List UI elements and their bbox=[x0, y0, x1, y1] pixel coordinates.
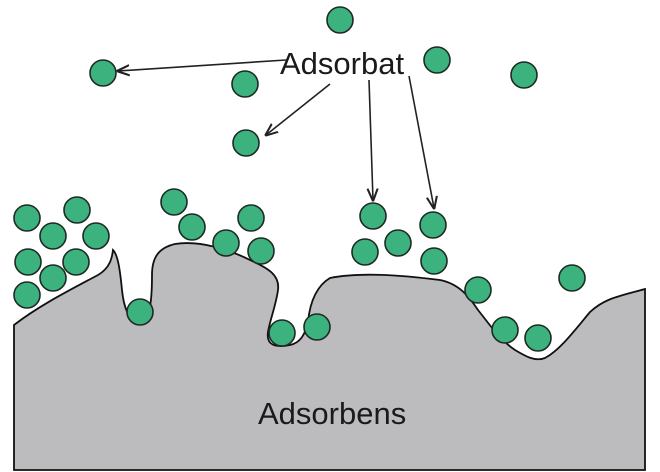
molecule-icon bbox=[213, 230, 239, 256]
molecule-icon bbox=[421, 248, 447, 274]
molecule-icon bbox=[232, 71, 258, 97]
molecule-icon bbox=[360, 203, 386, 229]
molecule-icon bbox=[492, 317, 518, 343]
molecule-icon bbox=[465, 277, 491, 303]
molecule-icon bbox=[83, 223, 109, 249]
arrow-to-upper-molecule bbox=[266, 84, 330, 135]
molecule-icon bbox=[424, 47, 450, 73]
molecule-icon bbox=[14, 282, 40, 308]
molecule-icon bbox=[161, 189, 187, 215]
molecule-icon bbox=[352, 239, 378, 265]
molecule-icon bbox=[63, 249, 89, 275]
adsorption-arrows bbox=[118, 60, 434, 208]
molecule-icon bbox=[248, 238, 274, 264]
molecule-icon bbox=[385, 230, 411, 256]
molecule-icon bbox=[40, 265, 66, 291]
molecule-icon bbox=[127, 299, 153, 325]
molecule-icon bbox=[304, 314, 330, 340]
molecule-icon bbox=[90, 60, 116, 86]
molecule-icon bbox=[179, 214, 205, 240]
molecule-icon bbox=[15, 249, 41, 275]
arrow-to-adsorbed-molecule-right bbox=[409, 76, 434, 208]
adsorbent-surface bbox=[14, 243, 645, 470]
molecule-icon bbox=[525, 325, 551, 351]
molecule-icon bbox=[511, 62, 537, 88]
adsorbate-label: Adsorbat bbox=[280, 46, 404, 81]
molecule-icon bbox=[14, 205, 40, 231]
molecule-icon bbox=[40, 223, 66, 249]
adsorbent-label: Adsorbens bbox=[258, 396, 406, 431]
molecule-icon bbox=[559, 265, 585, 291]
molecule-icon bbox=[238, 205, 264, 231]
molecule-icon bbox=[327, 7, 353, 33]
molecule-icon bbox=[233, 130, 259, 156]
molecule-icon bbox=[269, 320, 295, 346]
arrow-to-gas-molecule bbox=[118, 60, 286, 71]
molecule-icon bbox=[64, 197, 90, 223]
molecule-icon bbox=[420, 212, 446, 238]
arrow-to-adsorbed-molecule-left bbox=[369, 80, 373, 200]
